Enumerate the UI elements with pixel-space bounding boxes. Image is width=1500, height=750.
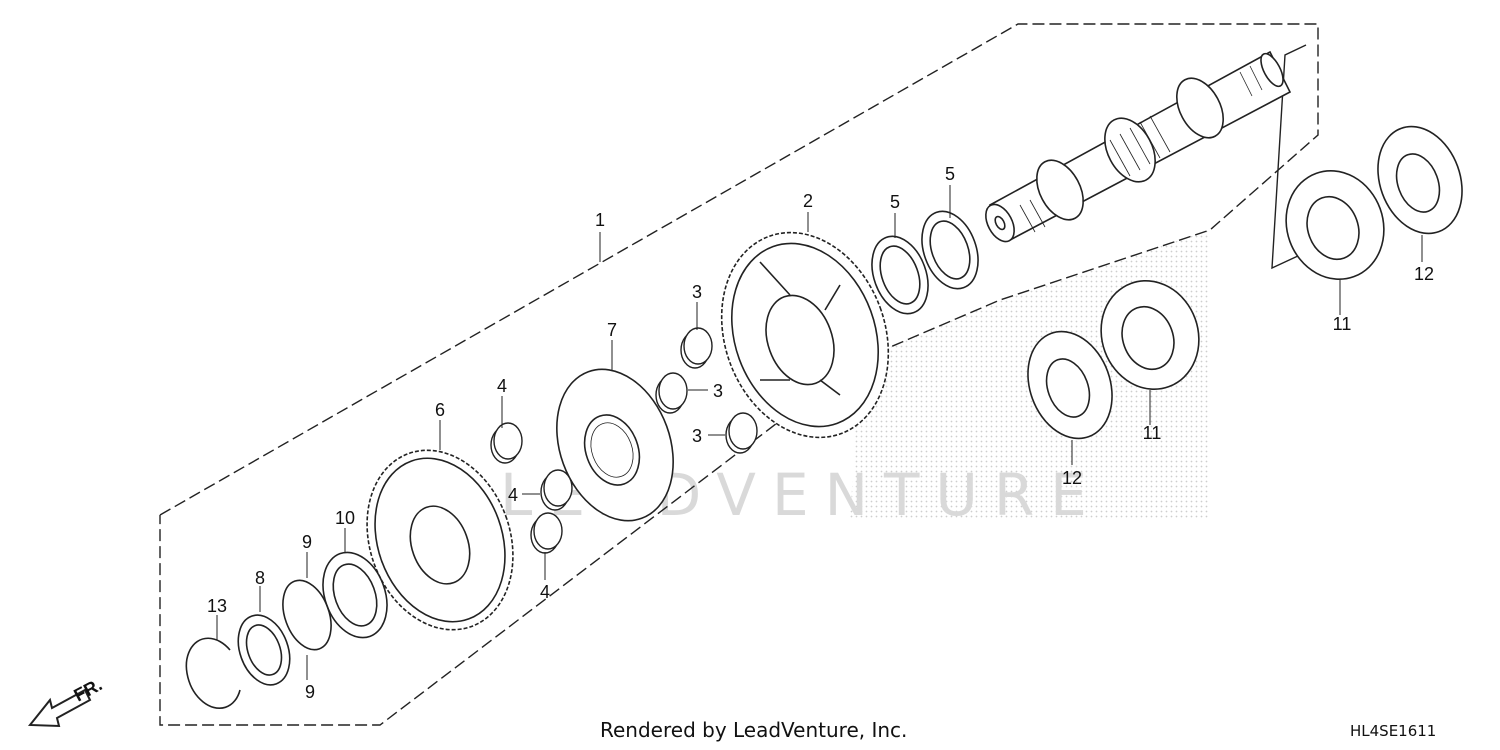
diagram-code: HL4SE1611 (1350, 722, 1437, 740)
callout-7: 7 (607, 320, 617, 340)
callout-4: 4 (508, 485, 518, 505)
mainshaft (985, 50, 1292, 243)
callout-labels: 1 2 3 3 3 4 4 4 5 5 6 7 8 9 9 10 11 11 1… (207, 164, 1434, 702)
callout-8: 8 (255, 568, 265, 588)
callout-9: 9 (302, 532, 312, 552)
callout-1: 1 (595, 210, 605, 230)
gear-6 (366, 449, 514, 631)
callout-4: 4 (497, 376, 507, 396)
rings (185, 551, 388, 710)
callout-3: 3 (692, 282, 702, 302)
callout-3: 3 (692, 426, 702, 446)
callout-10: 10 (335, 508, 355, 528)
callout-4: 4 (540, 582, 550, 602)
footer-credit: Rendered by LeadVenture, Inc. (600, 718, 908, 742)
callout-11: 11 (1143, 423, 1162, 443)
callout-13: 13 (207, 596, 227, 616)
bearing-group-bracket (1271, 44, 1307, 270)
callout-2: 2 (803, 191, 813, 211)
assembly-outline (159, 23, 1319, 726)
gear-2 (720, 231, 890, 439)
front-arrow-icon (27, 688, 92, 728)
leader-lines (216, 185, 1423, 680)
callout-3: 3 (713, 381, 723, 401)
callout-6: 6 (435, 400, 445, 420)
callout-11: 11 (1333, 314, 1352, 334)
damper-plate-7 (556, 368, 674, 522)
front-direction-indicator: FR. (27, 674, 105, 728)
callout-5: 5 (890, 192, 900, 212)
callout-12: 12 (1414, 264, 1434, 284)
washers-5 (871, 210, 979, 315)
springs (490, 327, 758, 554)
callout-12: 12 (1062, 468, 1082, 488)
callout-5: 5 (945, 164, 955, 184)
callout-9: 9 (305, 682, 315, 702)
bearings (1027, 125, 1463, 440)
